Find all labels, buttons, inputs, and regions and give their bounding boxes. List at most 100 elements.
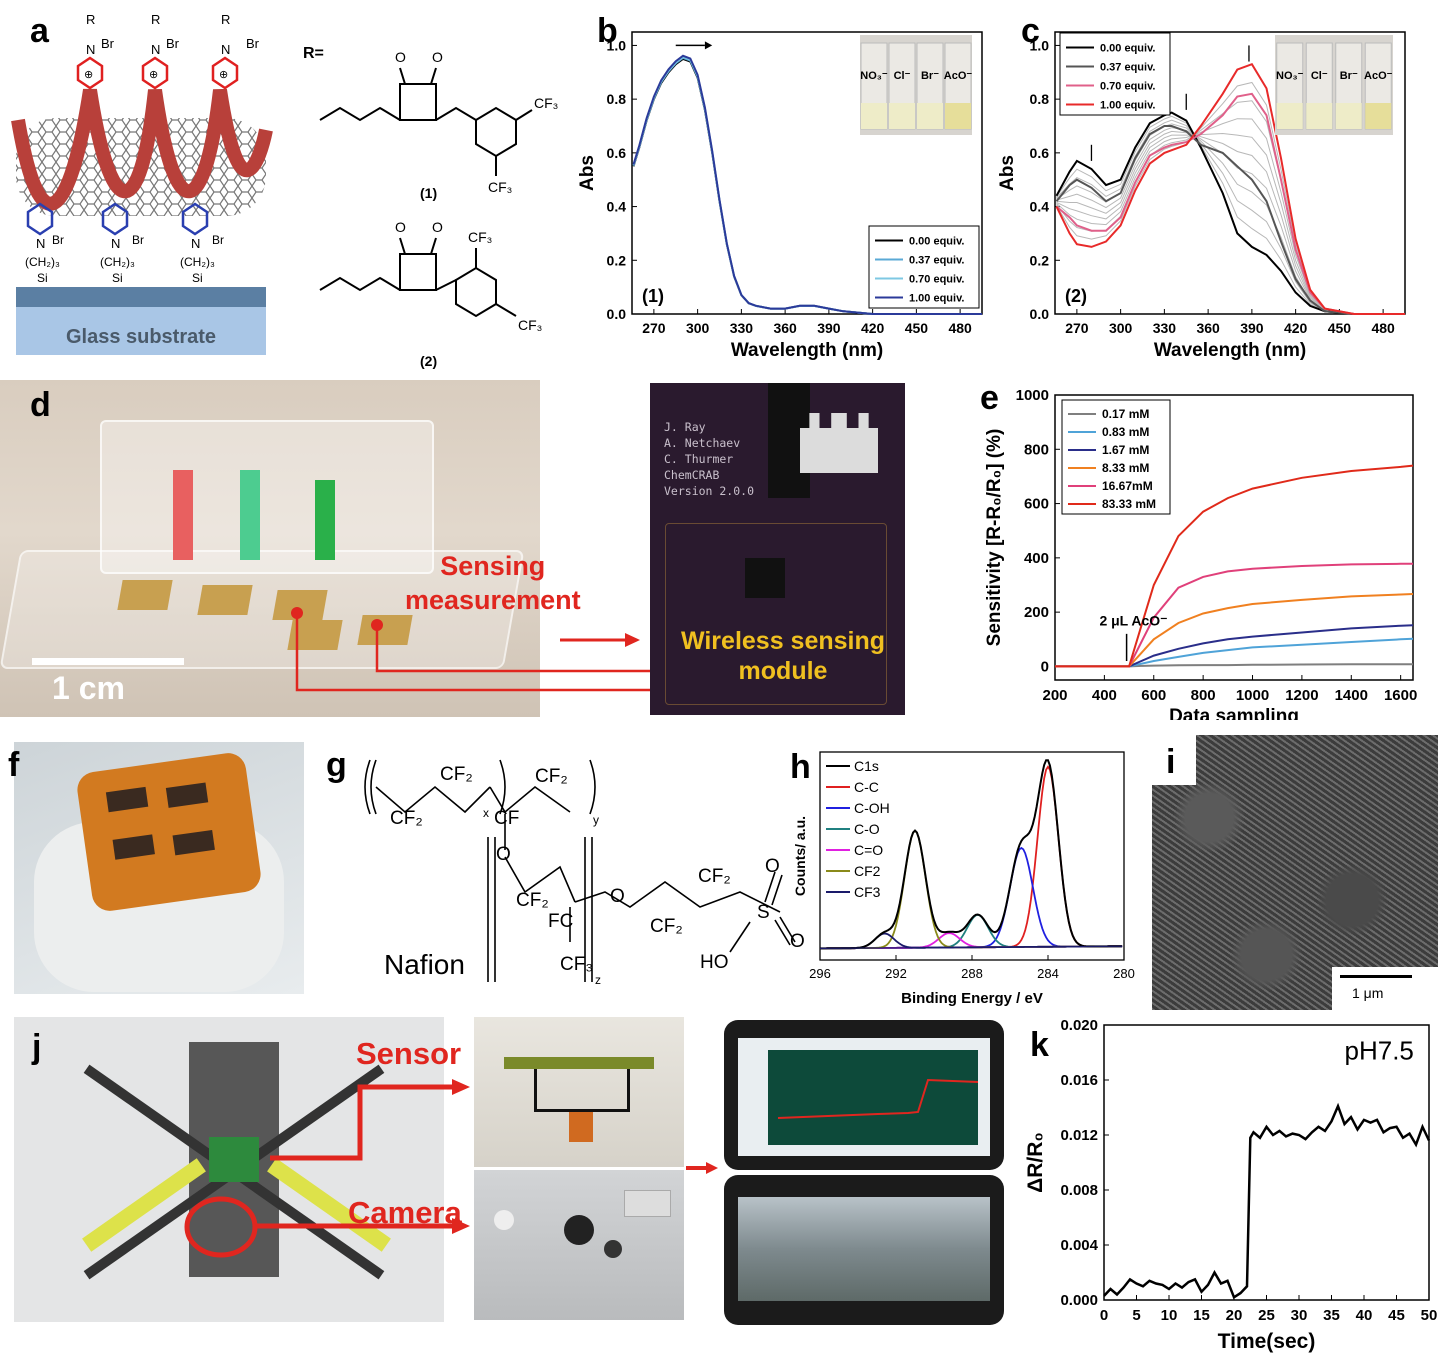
svg-text:FC: FC	[548, 911, 573, 932]
module-board-text: J. Ray A. Netchaev C. Thurmer ChemCRAB V…	[664, 420, 755, 499]
series-line	[1055, 125, 1405, 315]
series-line	[1055, 593, 1414, 668]
y-tick-label: 0.6	[1030, 145, 1050, 161]
legend-entry: CF2	[854, 863, 881, 879]
panel-label-e: e	[980, 379, 999, 417]
glass-substrate	[16, 307, 266, 355]
y-axis-label: Sensitivity [R-R₀/R₀] (%)	[984, 429, 1005, 647]
svg-text:y: y	[593, 813, 599, 827]
svg-text:O: O	[395, 49, 406, 65]
sensor-device-photo	[0, 380, 540, 717]
x-tick-label: 1400	[1335, 687, 1368, 704]
x-tick-label: 420	[1284, 320, 1308, 336]
x-tick-label: 270	[1065, 320, 1089, 336]
x-tick-label: 5	[1132, 1307, 1140, 1324]
x-tick-label: 480	[1371, 320, 1395, 336]
shift-arrowhead	[704, 41, 713, 50]
bottom-pyridinium-group: N N N Br Br Br (CH₂)₃ (CH₂)₃ (CH₂)₃ Si S…	[25, 202, 224, 285]
svg-text:R: R	[151, 12, 160, 27]
svg-text:CF₂: CF₂	[535, 766, 568, 787]
substrate-top-layer	[16, 287, 266, 307]
y-tick-label: 1.0	[1030, 37, 1050, 53]
panel-label-j: j	[32, 1028, 42, 1066]
x-tick-label: 330	[730, 320, 754, 336]
sem-scale-label: 1 μm	[1352, 985, 1384, 1001]
y-tick-label: 0.8	[607, 91, 627, 107]
svg-text:Si: Si	[112, 271, 123, 285]
x-tick-label: 1000	[1236, 687, 1269, 704]
panel-a: a ⊕⊕⊕ N N N R R R Br Br Br	[0, 0, 590, 370]
panel-label-f: f	[8, 746, 20, 784]
y-tick-label: 0.000	[1060, 1292, 1098, 1309]
svg-text:x: x	[483, 806, 489, 820]
svg-text:Si: Si	[37, 271, 48, 285]
series-line	[632, 54, 982, 315]
svg-text:O: O	[765, 856, 780, 877]
panel-label-h: h	[790, 748, 811, 786]
vial-solution	[1306, 103, 1333, 129]
x-tick-label: 15	[1193, 1307, 1210, 1324]
x-tick-label: 300	[686, 320, 710, 336]
x-tick-label: 800	[1191, 687, 1216, 704]
panel-a-schematic: ⊕⊕⊕ N N N R R R Br Br Br N N N Br Br Br …	[11, 12, 558, 369]
legend-entry: 16.67mM	[1102, 479, 1153, 493]
svg-text:(CH₂)₃: (CH₂)₃	[25, 255, 60, 269]
panel-i: i 1 μm	[1152, 735, 1438, 1010]
legend-entry: C-O	[854, 821, 880, 837]
svg-text:Br: Br	[212, 233, 224, 247]
x-tick-label: 40	[1356, 1307, 1373, 1324]
x-tick-label: 270	[642, 320, 666, 336]
svg-text:⊕: ⊕	[149, 69, 158, 81]
y-tick-label: 0.004	[1060, 1237, 1098, 1254]
y-tick-label: 1.0	[607, 37, 627, 53]
legend-entry: C-OH	[854, 800, 890, 816]
legend-entry: 0.37 equiv.	[909, 255, 964, 267]
svg-text:CF₂: CF₂	[516, 890, 549, 911]
compound-1-structure	[319, 67, 533, 176]
flexible-sensor-photo	[14, 742, 304, 994]
x-tick-label: 400	[1092, 687, 1117, 704]
polyimide-film	[75, 750, 263, 914]
svg-text:Br: Br	[132, 233, 144, 247]
y-tick-label: 0.4	[1030, 199, 1050, 215]
svg-text:R: R	[86, 12, 95, 27]
svg-text:CF: CF	[494, 808, 519, 829]
scale-bar	[32, 658, 184, 665]
plot-frame	[1054, 31, 1406, 315]
legend-entry: 0.83 mM	[1102, 425, 1149, 439]
svg-text:Br: Br	[246, 36, 260, 51]
x-tick-label: 330	[1153, 320, 1177, 336]
legend-entry: 0.70 equiv.	[1100, 81, 1155, 93]
vial-solution	[1365, 103, 1392, 129]
legend-entry: 1.67 mM	[1102, 443, 1149, 457]
svg-text:S: S	[757, 902, 770, 923]
x-tick-label: 25	[1258, 1307, 1275, 1324]
scale-label: 1 cm	[52, 670, 125, 706]
y-tick-label: 0.016	[1060, 1072, 1098, 1089]
x-tick-label: 390	[1240, 320, 1264, 336]
legend-entry: 1.00 equiv.	[909, 293, 964, 305]
sensing-arrow-label: Sensing measurement	[405, 551, 581, 615]
x-tick-label: 296	[809, 966, 831, 981]
y-tick-label: 0.2	[607, 252, 627, 268]
y-tick-label: 600	[1024, 496, 1049, 513]
legend-entry: 1.00 equiv.	[1100, 100, 1155, 112]
svg-text:Si: Si	[192, 271, 203, 285]
nafion-structure: CF₂ CF₂ CF CF₂ x y O CF₂ FC z CF₃ O CF₂ …	[364, 759, 805, 987]
svg-text:CF₃: CF₃	[534, 95, 558, 111]
x-axis-label: Time(sec)	[1218, 1330, 1316, 1353]
x-tick-label: 35	[1323, 1307, 1340, 1324]
svg-text:Br: Br	[52, 233, 64, 247]
svg-text:R: R	[221, 12, 230, 27]
svg-text:N: N	[111, 236, 120, 251]
x-tick-label: 200	[1042, 687, 1067, 704]
y-tick-label: 400	[1024, 550, 1049, 567]
camera-module-photo	[474, 1170, 684, 1320]
legend-entry: 0.00 equiv.	[1100, 43, 1155, 55]
x-tick-label: 0	[1100, 1307, 1108, 1324]
legend-entry: 83.33 mM	[1102, 497, 1156, 511]
series-line	[1055, 637, 1414, 668]
